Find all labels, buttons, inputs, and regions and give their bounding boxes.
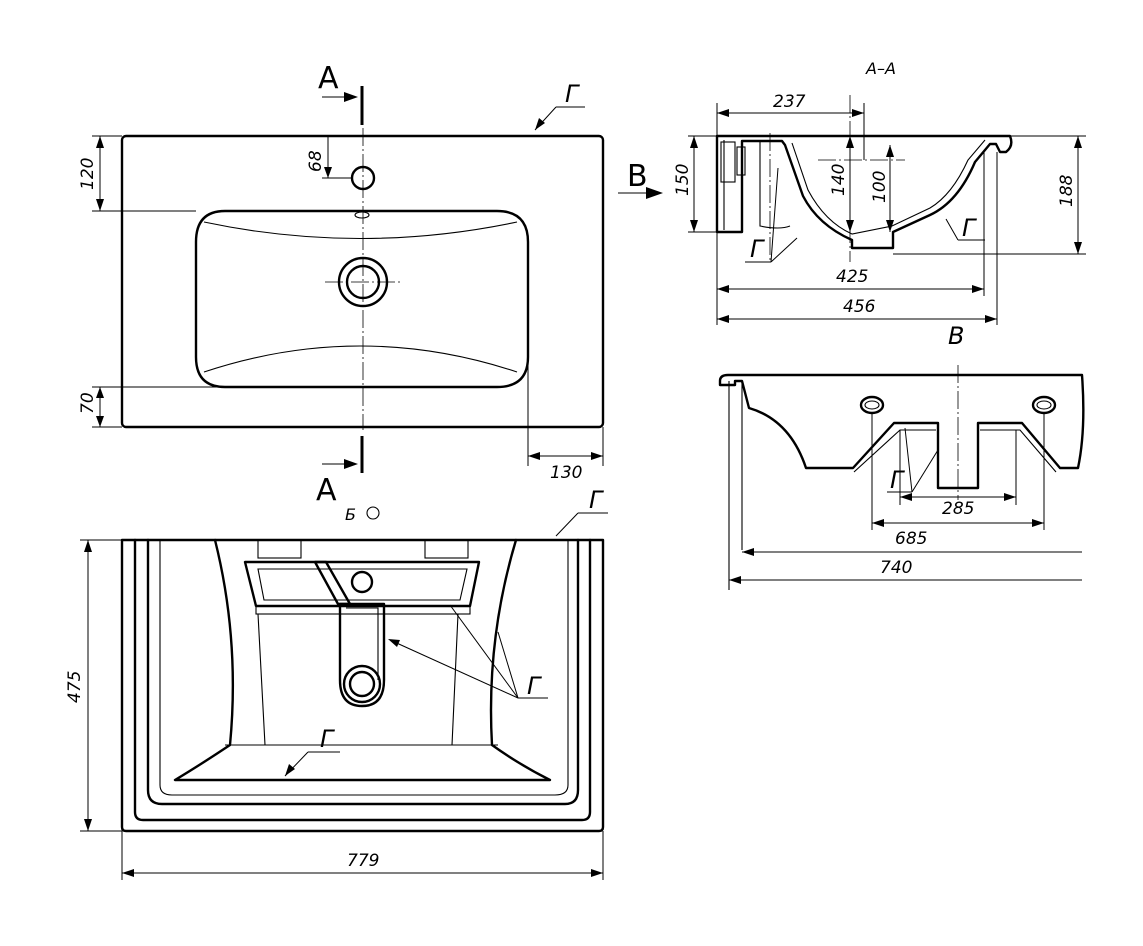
- bottom-surface-label-bottom: Г: [320, 725, 335, 753]
- bowl-outline: [194, 209, 530, 389]
- section-surface-label-right: Г: [962, 214, 977, 242]
- dim-475: 475: [65, 671, 85, 703]
- bottom-drain-channel: [338, 602, 386, 708]
- section-overflow-box: [720, 141, 736, 183]
- bowl-lower-curve: [203, 345, 518, 373]
- dim-237: 237: [773, 92, 806, 112]
- view-direction-icon: [366, 506, 380, 520]
- bottom-inner-rim: [146, 538, 580, 806]
- section-profile: [715, 134, 1013, 250]
- side-profile: [718, 373, 1085, 490]
- dim-100: 100: [870, 171, 890, 203]
- side-hole-left: [859, 395, 885, 415]
- bottom-tap-hole: [350, 570, 374, 594]
- section-surface-label-left: Г: [750, 235, 765, 263]
- section-view: А–А 237 150 140 100: [673, 59, 1086, 325]
- basin-outline: [120, 134, 605, 429]
- dim-120: 120: [78, 158, 98, 190]
- dim-130: 130: [550, 463, 582, 483]
- bottom-surface-label-right: Г: [527, 672, 542, 700]
- dim-188: 188: [1057, 174, 1077, 207]
- dim-70: 70: [78, 392, 98, 414]
- overflow-hole: [354, 211, 370, 219]
- side-surface-label: Г: [890, 466, 905, 494]
- dim-740: 740: [880, 558, 912, 578]
- bowl-upper-curve: [203, 221, 518, 240]
- section-title: А–А: [865, 59, 896, 78]
- section-profile-inner: [723, 139, 986, 235]
- section-arrowhead-bottom: [344, 459, 358, 469]
- bottom-view: Б Г Г Г: [65, 486, 608, 880]
- section-label-bottom: А: [316, 473, 337, 508]
- top-surface-label: Г: [565, 80, 580, 108]
- section-arrowhead-top: [344, 92, 358, 102]
- view-b-label: В: [627, 159, 648, 194]
- side-view: В 285 685 740 Г: [718, 322, 1085, 590]
- dim-425: 425: [836, 267, 868, 287]
- bottom-outer: [120, 538, 605, 833]
- dim-68: 68: [306, 150, 326, 172]
- dim-685: 685: [895, 529, 927, 549]
- bottom-drain-inner: [348, 670, 376, 698]
- top-view: А А В 120 68 70 130: [78, 61, 663, 508]
- dim-285: 285: [942, 499, 974, 519]
- bottom-bowl: [173, 538, 552, 782]
- view-b-arrowhead: [646, 187, 663, 199]
- dim-140: 140: [829, 164, 849, 196]
- dim-456: 456: [843, 297, 876, 317]
- bottom-surface-label-top: Г: [589, 486, 604, 514]
- bottom-drain-outer: [342, 664, 382, 704]
- side-hole-right: [1031, 395, 1057, 415]
- section-label-top: А: [318, 61, 339, 96]
- dim-150: 150: [673, 164, 693, 196]
- bottom-rim: [133, 538, 592, 822]
- dim-779: 779: [347, 851, 379, 871]
- side-view-title: В: [948, 322, 964, 350]
- bottom-view-title: Б: [345, 505, 356, 524]
